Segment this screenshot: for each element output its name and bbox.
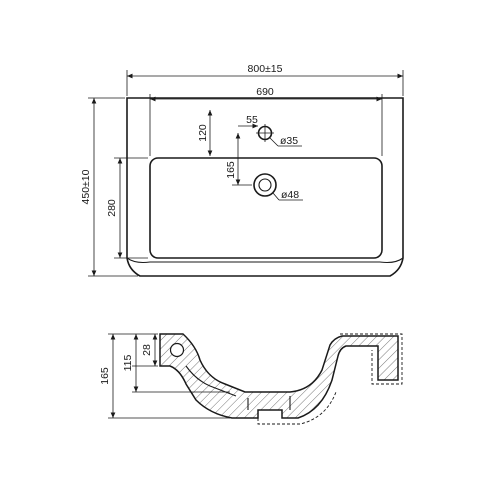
dim-drain-offset: 165 xyxy=(225,133,252,186)
top-view: 800±15 690 120 55 ø35 165 xyxy=(80,63,404,277)
section-view: 28 115 165 xyxy=(99,333,403,425)
dim-label-bowl-height: 115 xyxy=(122,354,134,371)
dim-label-bowl-depth: 280 xyxy=(106,199,118,217)
leader-drain-hole: ø48 xyxy=(272,189,303,201)
dim-label-inner-width: 690 xyxy=(256,86,274,98)
label-tap-hole: ø35 xyxy=(280,135,298,147)
overflow-hole xyxy=(169,342,185,358)
basin-front-edge xyxy=(126,257,404,264)
drain-channel xyxy=(247,396,291,410)
dim-label-total-height: 165 xyxy=(99,367,111,385)
inner-bowl xyxy=(149,157,383,259)
dim-overall-depth: 450±10 xyxy=(80,98,97,276)
dim-label-tap-offset-top: 120 xyxy=(197,124,209,142)
hidden-outline-bottom xyxy=(257,391,337,425)
section-body xyxy=(159,333,399,419)
dim-overall-width: 800±15 xyxy=(127,63,403,79)
dim-label-tap-offset-side: 55 xyxy=(246,114,258,126)
drain-hole xyxy=(253,173,277,197)
hidden-outline-right xyxy=(340,333,403,385)
dim-label-drain-offset: 165 xyxy=(225,161,237,179)
dim-inner-width: 690 xyxy=(150,86,382,102)
dim-label-overflow-height: 28 xyxy=(141,344,153,356)
dim-label-overall-depth: 450±10 xyxy=(80,169,92,204)
dim-label-overall-width: 800±15 xyxy=(248,63,283,75)
dim-total-height: 165 xyxy=(99,334,116,418)
leader-tap-hole: ø35 xyxy=(269,135,302,147)
dim-overflow-height: 28 xyxy=(141,334,158,366)
tap-hole xyxy=(256,124,274,142)
dim-bowl-depth: 280 xyxy=(106,158,123,258)
dim-bowl-height: 115 xyxy=(122,334,139,392)
label-drain-hole: ø48 xyxy=(281,189,299,201)
basin-outline xyxy=(126,97,404,277)
dim-tap-offset-side: 55 xyxy=(238,114,258,129)
overflow-channel xyxy=(185,365,237,397)
dim-tap-offset-top: 120 xyxy=(197,110,213,156)
